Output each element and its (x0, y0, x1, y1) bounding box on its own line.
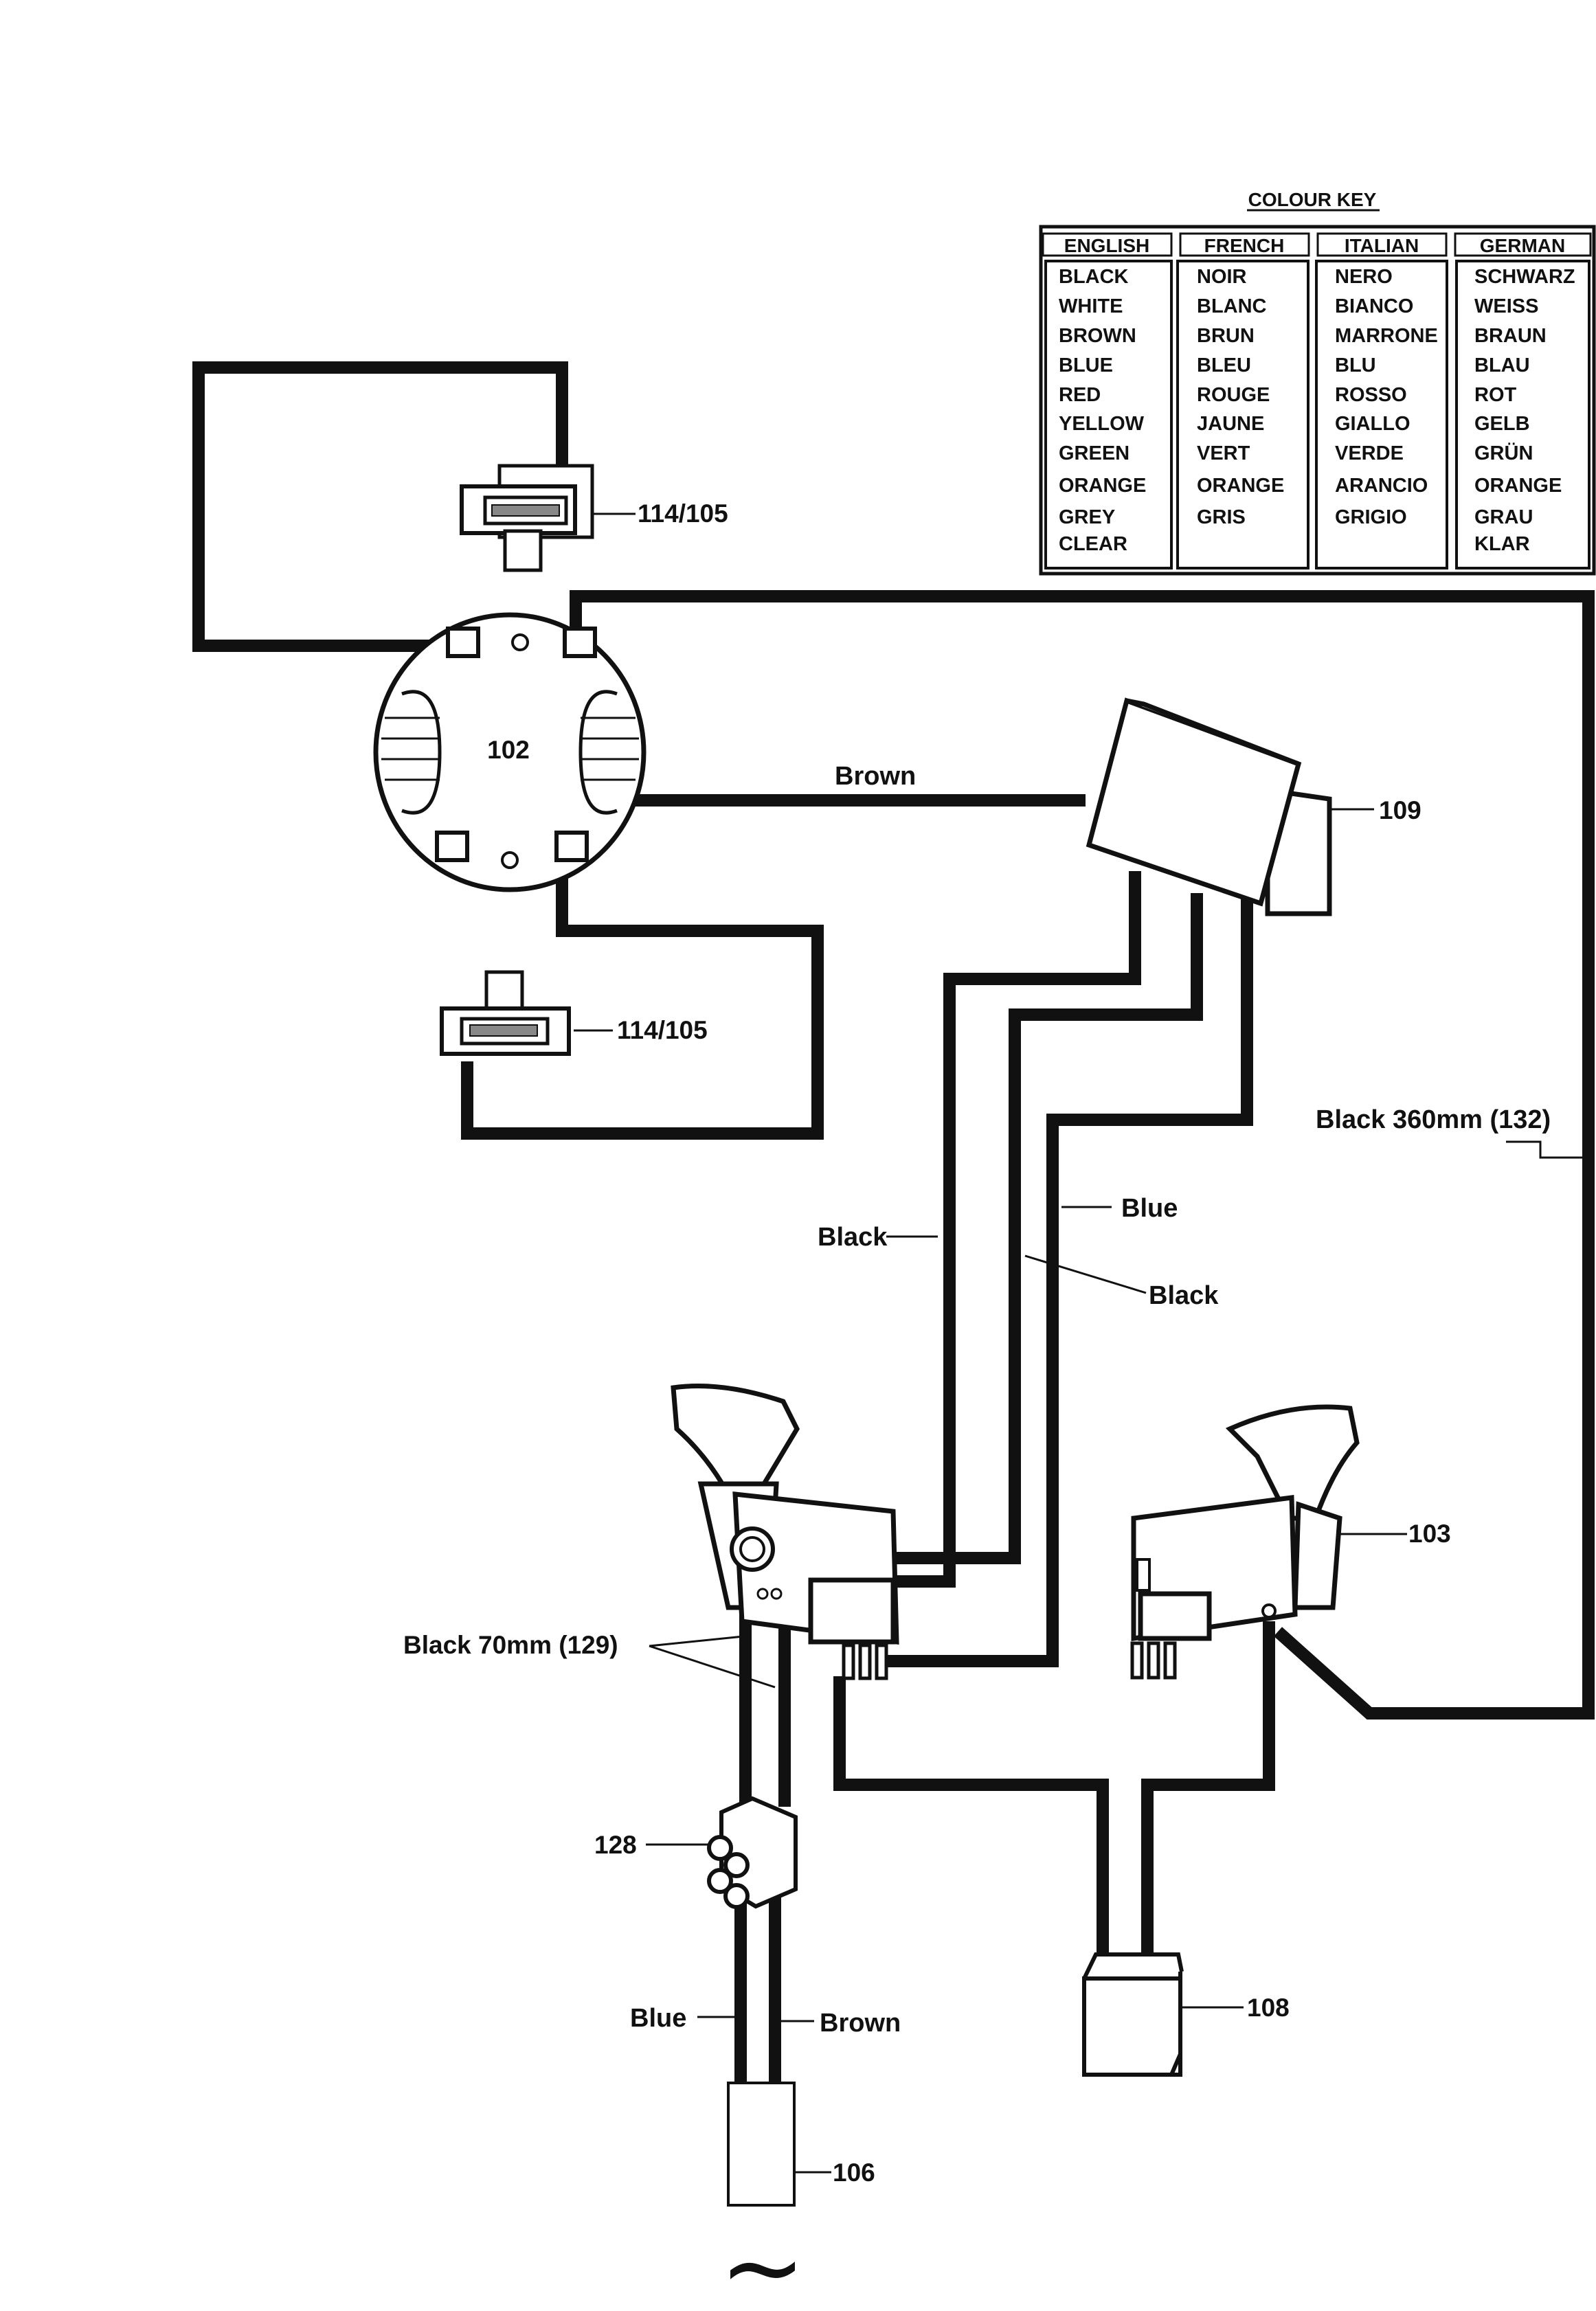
switch-right (1130, 1404, 1360, 1680)
key-cell-r2-c1: BRUN (1197, 325, 1255, 347)
key-cell-r3-c2: BLU (1335, 354, 1376, 376)
key-cell-r7-c2: ARANCIO (1335, 475, 1428, 497)
key-cell-r2-c2: MARRONE (1335, 325, 1438, 347)
key-cell-r0-c2: NERO (1335, 266, 1393, 288)
key-cell-r7-c3: ORANGE (1474, 475, 1562, 497)
label-module-109: 109 (1379, 796, 1421, 824)
key-cell-r8-c2: GRIGIO (1335, 506, 1407, 528)
label-cable-106: 106 (833, 2158, 875, 2187)
brush-holder-bottom (440, 970, 571, 1056)
wire-top-brush-loop (192, 361, 568, 652)
key-cell-r9-c0: CLEAR (1059, 533, 1127, 555)
key-cell-r4-c0: RED (1059, 384, 1101, 406)
label-wire-blue: Blue (1121, 1194, 1178, 1223)
key-cell-r5-c1: JAUNE (1197, 413, 1264, 435)
wire-bottom-brush-loop (461, 862, 824, 1140)
key-header-french: FRENCH (1204, 235, 1285, 256)
key-cell-r4-c2: ROSSO (1335, 384, 1407, 406)
colour-key-title: COLOUR KEY (1248, 189, 1377, 210)
label-field-102: 102 (487, 736, 530, 764)
key-cell-r6-c3: GRÜN (1474, 442, 1533, 464)
key-cell-r4-c3: ROT (1474, 384, 1517, 406)
wire-black-360 (570, 590, 1595, 1720)
label-black-70: Black 70mm (129) (403, 1631, 618, 1659)
key-cell-r6-c2: VERDE (1335, 442, 1404, 464)
label-black-360: Black 360mm (132) (1316, 1105, 1551, 1134)
key-cell-r3-c0: BLUE (1059, 354, 1113, 376)
leader-lines (574, 512, 1582, 2174)
mains-cable (727, 2082, 796, 2207)
key-cell-r7-c1: ORANGE (1197, 475, 1284, 497)
label-brush-top: 114/105 (638, 499, 728, 528)
key-cell-r5-c3: GELB (1474, 413, 1530, 435)
colour-key-rows: BLACK NOIR NERO SCHWARZ WHITE BLANC BIANCO WEIS… (1059, 266, 1575, 555)
key-header-german: GERMAN (1480, 235, 1565, 256)
capacitor (1082, 1952, 1184, 2077)
label-wire-black-left: Black (818, 1223, 888, 1252)
key-cell-r9-c3: KLAR (1474, 533, 1530, 555)
brush-holder-top (460, 464, 594, 572)
colour-key-frame (1039, 225, 1596, 576)
key-cell-r6-c1: VERT (1197, 442, 1250, 464)
key-cell-r7-c0: ORANGE (1059, 475, 1146, 497)
label-wire-brown: Brown (835, 762, 916, 791)
labels: 114/105 102 Brown 109 114/105 Black 360m… (403, 499, 1551, 2311)
label-capacitor-108: 108 (1247, 1994, 1290, 2022)
key-header-english: ENGLISH (1064, 235, 1149, 256)
key-cell-r5-c0: YELLOW (1059, 413, 1145, 435)
label-wire-brown-cable: Brown (820, 2009, 901, 2038)
colour-key: COLOUR KEY ENGLISH FRENCH ITALIAN GERMAN… (1039, 189, 1596, 576)
key-cell-r8-c3: GRAU (1474, 506, 1533, 528)
key-cell-r1-c0: WHITE (1059, 295, 1123, 317)
field-coil (373, 612, 647, 892)
key-cell-r4-c1: ROUGE (1197, 384, 1270, 406)
wire-black-mid (878, 893, 1203, 1564)
key-cell-r0-c1: NOIR (1197, 266, 1247, 288)
wire-switch-capacitor (833, 1676, 1109, 1958)
key-cell-r2-c0: BROWN (1059, 325, 1136, 347)
label-brush-bottom: 114/105 (617, 1016, 708, 1044)
label-wire-black-mid: Black (1149, 1281, 1219, 1310)
key-cell-r6-c0: GREEN (1059, 442, 1129, 464)
terminal-block (707, 1796, 798, 1909)
key-cell-r0-c3: SCHWARZ (1474, 266, 1575, 288)
switch-left (671, 1384, 899, 1680)
wire-blue-mid (878, 897, 1253, 1667)
wire-black-left (878, 871, 1141, 1588)
electronic-module (1086, 697, 1332, 916)
key-cell-r3-c3: BLAU (1474, 354, 1530, 376)
mains-ac-symbol: ~ (719, 2208, 806, 2311)
key-cell-r5-c2: GIALLO (1335, 413, 1410, 435)
label-terminal-128: 128 (594, 1831, 637, 1859)
wiring (192, 361, 1595, 2088)
label-switch-103: 103 (1408, 1520, 1451, 1548)
key-header-italian: ITALIAN (1345, 235, 1419, 256)
wire-switch103-capacitor (1141, 1621, 1275, 1958)
key-cell-r8-c1: GRIS (1197, 506, 1246, 528)
key-cell-r1-c2: BIANCO (1335, 295, 1413, 317)
key-cell-r8-c0: GREY (1059, 506, 1115, 528)
key-cell-r2-c3: BRAUN (1474, 325, 1547, 347)
key-cell-r0-c0: BLACK (1059, 266, 1129, 288)
key-cell-r3-c1: BLEU (1197, 354, 1251, 376)
key-cell-r1-c3: WEISS (1474, 295, 1538, 317)
key-cell-r1-c1: BLANC (1197, 295, 1267, 317)
label-wire-blue-cable: Blue (630, 2004, 686, 2033)
